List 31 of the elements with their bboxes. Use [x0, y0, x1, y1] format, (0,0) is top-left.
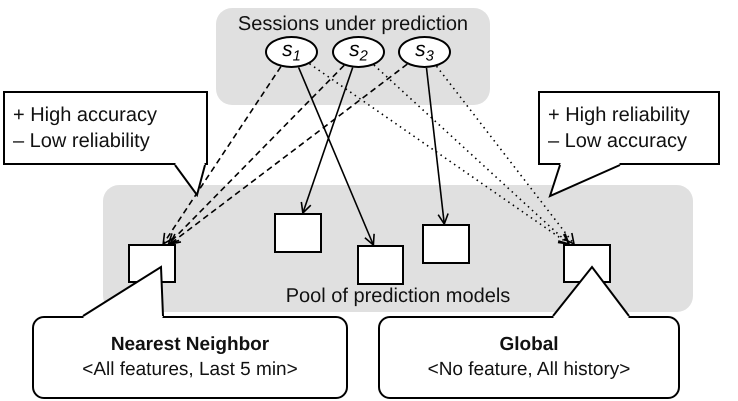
session-label: s$_{2}$	[349, 39, 368, 65]
arrow	[169, 64, 408, 245]
arrow	[436, 66, 575, 245]
model-box	[357, 245, 404, 285]
arrow	[168, 64, 345, 245]
model-description: <No feature, All history>	[428, 358, 630, 382]
model-description: <All features, Last 5 min>	[82, 358, 298, 382]
session-ellipse	[332, 36, 385, 68]
session-label: s$_{3}$	[415, 39, 434, 65]
arrow	[300, 67, 354, 214]
group-panel	[216, 8, 490, 105]
group-panel	[103, 185, 693, 312]
callout-text: + High accuracy	[13, 103, 157, 128]
callout-text: – Low reliability	[13, 129, 150, 154]
callout-text: + High reliability	[548, 103, 690, 128]
arrow	[298, 67, 375, 246]
callout-box	[3, 91, 208, 165]
session-ellipse	[265, 36, 318, 68]
arrow	[162, 66, 282, 245]
session-ellipse	[398, 36, 451, 68]
group-title: Pool of prediction models	[284, 285, 512, 308]
model-box	[422, 224, 470, 264]
arrow	[373, 64, 570, 245]
session-label: s$_{1}$	[282, 39, 301, 65]
model-box	[274, 213, 322, 253]
model-name: Global	[499, 332, 559, 357]
model-name: Nearest Neighbor	[110, 332, 270, 357]
group-title: Sessions under prediction	[236, 13, 470, 36]
arrow	[426, 68, 449, 225]
callout-text: – Low accuracy	[548, 129, 687, 154]
arrow	[309, 63, 570, 245]
